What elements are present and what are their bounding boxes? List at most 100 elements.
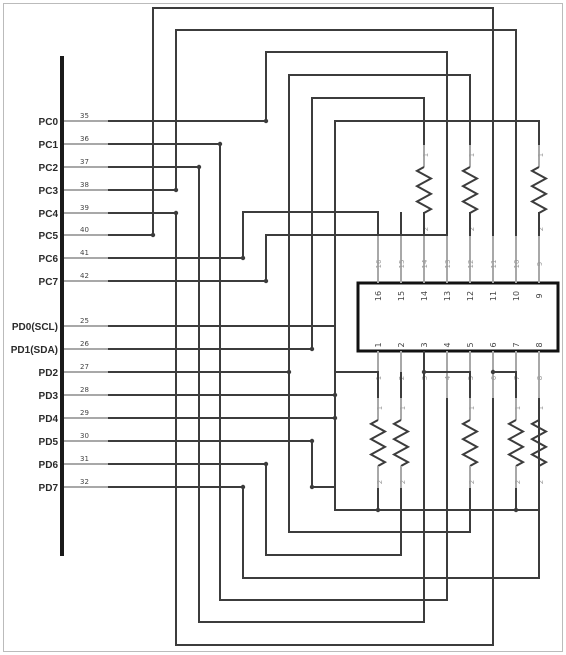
wire: [108, 97, 425, 350]
junction-dot: [173, 210, 179, 216]
resistor-pin-label: 2: [537, 227, 545, 231]
port-pin-number: 36: [80, 135, 89, 143]
resistor-pin-label: 2: [376, 480, 384, 484]
junction-dot: [173, 187, 179, 193]
junction-dot: [513, 507, 519, 513]
port-pin-number: 31: [80, 455, 89, 463]
ic-top-pin-outer-number: 11: [490, 260, 498, 269]
port-pin-number: 39: [80, 204, 89, 212]
junction-dot: [263, 461, 269, 467]
ic-bottom-pin-number: 7: [512, 342, 521, 347]
resistor-zigzag: [414, 166, 434, 214]
junction-dot: [150, 232, 156, 238]
resistor-zigzag: [368, 419, 388, 467]
port-pin-number: 25: [80, 317, 89, 325]
junction-dot: [375, 507, 381, 513]
ic-top-pin-outer-number: 12: [467, 260, 475, 269]
wire: [108, 398, 540, 579]
resistor-pin-label: 2: [468, 480, 476, 484]
port-pin-number: 42: [80, 272, 89, 280]
resistor-pin-label: 1: [399, 406, 407, 410]
resistor-zigzag: [391, 419, 411, 467]
ic-top-pin-number: 14: [420, 291, 429, 301]
port-pin-label: PD2: [39, 368, 59, 379]
wire: [108, 29, 517, 236]
port-pin-label: PC7: [39, 277, 59, 288]
wire: [108, 74, 471, 373]
resistor-zigzag: [506, 419, 526, 467]
port-pin-number: 40: [80, 226, 89, 234]
port-pin-number: 30: [80, 432, 89, 440]
junction-dot: [263, 278, 269, 284]
port-pin-label: PC0: [39, 117, 59, 128]
ic-top-pin-number: 16: [374, 291, 383, 301]
ic-bottom-pin-number: 6: [489, 342, 498, 347]
ic-bottom-pin-outer-number: 6: [490, 375, 498, 380]
port-pin-number: 35: [80, 112, 89, 120]
port-pin-number: 41: [80, 249, 89, 257]
resistor-pin-label: 1: [376, 406, 384, 410]
resistor-zigzag: [460, 166, 480, 214]
ic-bottom-pin-outer-number: 4: [444, 375, 452, 380]
ic-top-pin-number: 15: [397, 291, 406, 301]
junction-dot: [240, 255, 246, 261]
resistor-pin-label: 1: [537, 406, 545, 410]
port-pin-label: PD6: [39, 460, 59, 471]
ic-bottom-pin-number: 8: [535, 342, 544, 347]
wire: [108, 212, 494, 646]
ic-bottom-pin-number: 1: [374, 342, 383, 347]
junction-dot: [263, 118, 269, 124]
port-pin-number: 26: [80, 340, 89, 348]
resistor-pin-label: 1: [468, 406, 476, 410]
wire: [108, 7, 494, 236]
resistor-zigzag: [460, 419, 480, 467]
ic-top-pin-outer-number: 13: [444, 260, 452, 269]
wire: [493, 371, 517, 398]
ic-top-pin-outer-number: 15: [398, 260, 406, 269]
port-pin-label: PC1: [39, 140, 59, 151]
ic-top-pin-number: 13: [443, 291, 452, 301]
resistor-pin-label: 2: [399, 480, 407, 484]
resistor-pin-label: 1: [468, 153, 476, 157]
ic-top-pin-number: 9: [535, 293, 544, 298]
ic-top-pin-outer-number: 9: [536, 262, 544, 266]
ic-top-pin-number: 10: [512, 291, 521, 301]
junction-dot: [332, 392, 338, 398]
junction-dot: [490, 369, 496, 375]
port-pin-number: 32: [80, 478, 89, 486]
wire: [424, 371, 471, 398]
port-pin-number: 27: [80, 363, 89, 371]
ic-bottom-pin-outer-number: 8: [536, 376, 544, 380]
junction-dot: [332, 415, 338, 421]
junction-dot: [309, 346, 315, 352]
port-pin-label: PC3: [39, 186, 59, 197]
wire: [108, 143, 448, 601]
resistor-pin-label: 1: [422, 153, 430, 157]
wire: [334, 371, 379, 398]
wire: [108, 120, 540, 327]
junction-dot: [240, 484, 246, 490]
port-pin-label: PC6: [39, 254, 59, 265]
port-pin-label: PD4: [39, 414, 59, 425]
resistor-pin-label: 2: [468, 227, 476, 231]
port-pin-label: PD0(SCL): [12, 322, 58, 333]
ic-top-pin-outer-number: 10: [513, 260, 521, 269]
port-pin-number: 38: [80, 181, 89, 189]
resistor-pin-label: 2: [422, 227, 430, 231]
junctions: [150, 118, 519, 513]
port-pin-label: PC5: [39, 231, 59, 242]
junction-dot: [309, 438, 315, 444]
port-pin-number: 37: [80, 158, 89, 166]
resistor-pin-label: 1: [537, 153, 545, 157]
port-pin-label: PC4: [39, 209, 59, 220]
port-pin-label: PC2: [39, 163, 59, 174]
ic-bottom-pin-number: 4: [443, 342, 452, 347]
resistor-pin-label: 2: [537, 480, 545, 484]
ic-bottom-pin-number: 5: [466, 342, 475, 347]
ic-top-pin-outer-number: 16: [375, 259, 383, 268]
ic-top-pin-outer-number: 14: [421, 259, 429, 268]
resistor-zigzag: [529, 166, 549, 214]
